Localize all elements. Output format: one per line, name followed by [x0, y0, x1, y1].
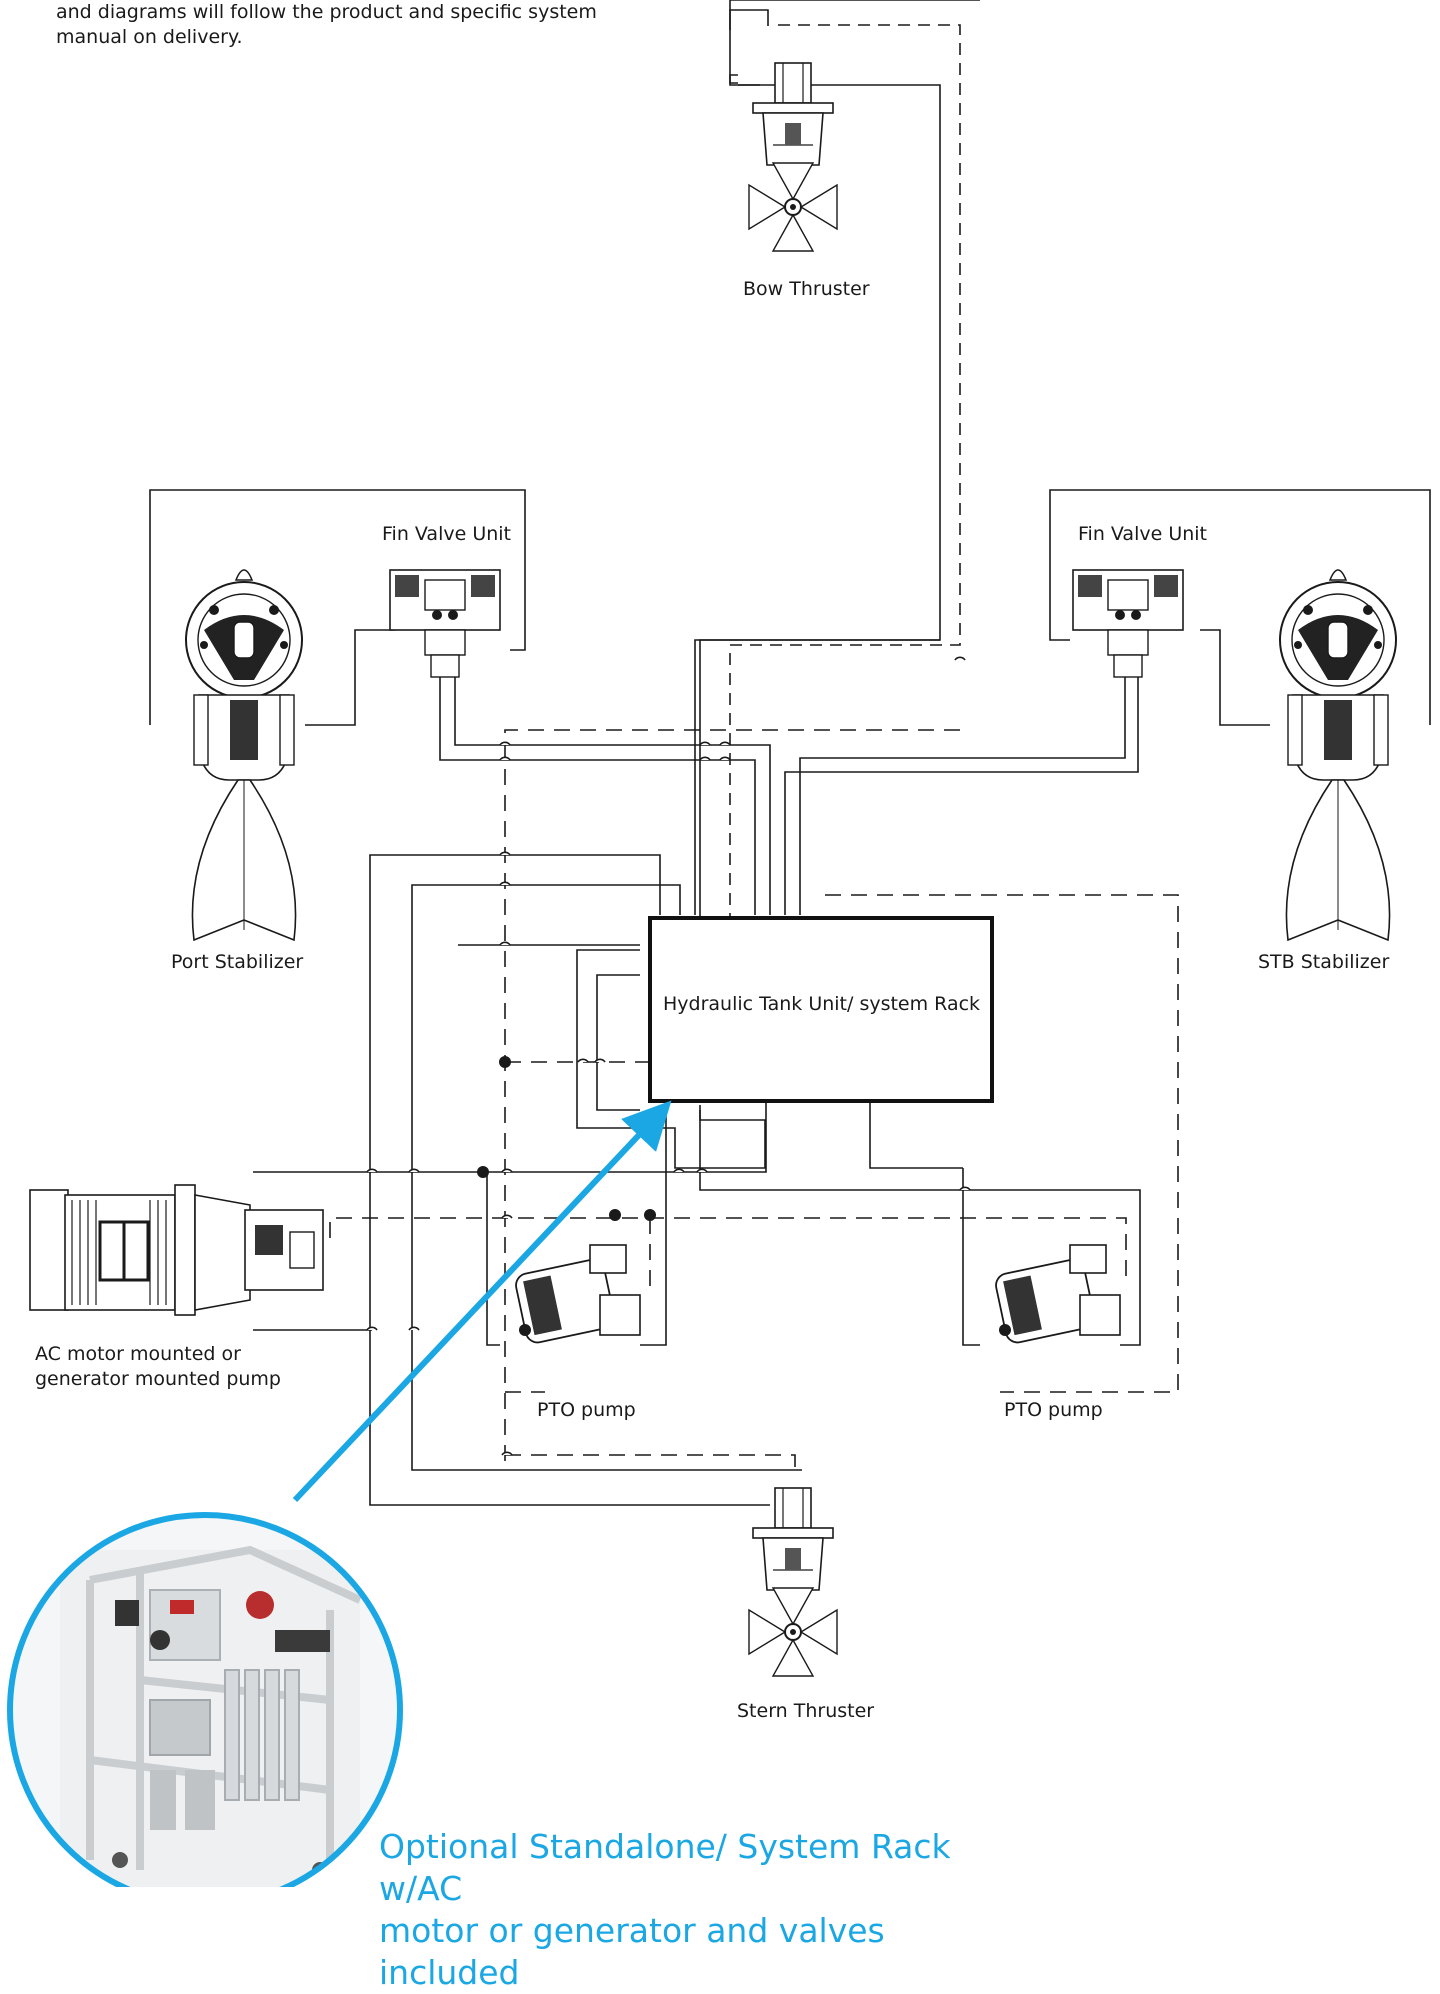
fin-valve-unit-stb-label: Fin Valve Unit [1078, 523, 1207, 545]
intro-line-2: manual on delivery. [56, 25, 616, 50]
bow-thruster [749, 63, 837, 251]
callout-line-2: motor or generator and valves included [379, 1910, 979, 1994]
pto-pump-left [514, 1245, 640, 1345]
hydraulic-system-diagram [0, 0, 1440, 1887]
fin-valve-unit-port-label: Fin Valve Unit [382, 523, 511, 545]
intro-text: and diagrams will follow the product and… [56, 0, 616, 50]
ac-motor-label-line-2: generator mounted pump [35, 1368, 281, 1390]
stern-thruster [749, 1488, 837, 1676]
bow-thruster-label: Bow Thruster [743, 278, 870, 300]
ac-motor-label-line-1: AC motor mounted or [35, 1343, 241, 1365]
hydraulic-tank-label: Hydraulic Tank Unit/ system Rack [663, 993, 980, 1015]
callout-caption: Optional Standalone/ System Rack w/AC mo… [379, 1826, 979, 1994]
stern-thruster-label: Stern Thruster [737, 1700, 874, 1722]
junction-dots [477, 1056, 656, 1221]
port-stabilizer-label: Port Stabilizer [171, 951, 303, 973]
port-stabilizer [186, 570, 302, 940]
stb-fin-valve-unit [1073, 570, 1183, 677]
pto-pump-right-label: PTO pump [1004, 1399, 1103, 1421]
pto-pump-right [994, 1245, 1120, 1345]
stb-stabilizer-label: STB Stabilizer [1258, 951, 1389, 973]
ac-motor-pump [30, 1185, 323, 1315]
system-rack-photo [10, 1515, 400, 1887]
port-fin-valve-unit [390, 570, 500, 677]
callout-line-1: Optional Standalone/ System Rack w/AC [379, 1826, 979, 1910]
stb-stabilizer [1280, 570, 1396, 940]
pto-pump-left-label: PTO pump [537, 1399, 636, 1421]
bow-thruster-lines [700, 0, 980, 920]
intro-line-1: and diagrams will follow the product and… [56, 0, 616, 25]
